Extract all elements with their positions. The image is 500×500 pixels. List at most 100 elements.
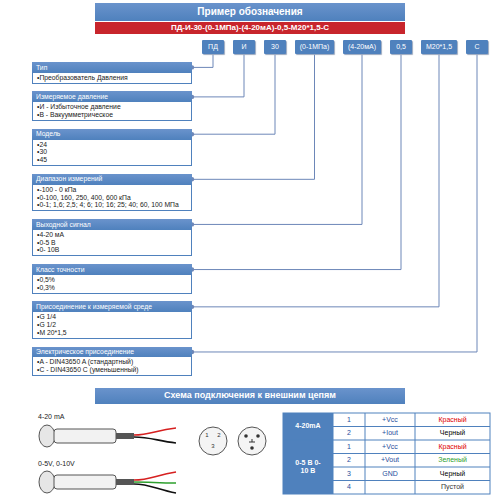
code-segment: 0,5 [390,40,412,54]
table-cell: 2 [333,454,365,468]
connector-housing [39,471,55,493]
leader-connector [192,54,213,67]
code-segment: И [233,40,255,54]
option-item: •0,3% [37,284,187,292]
option-item: •0-100, 160, 250, 400, 600 кПа [37,194,187,202]
cable-jacket [116,433,134,439]
option-item: •45 [37,156,187,164]
option-group: Электрическое присоединение•A - DIN43650… [32,347,192,376]
option-item: •30 [37,148,187,156]
table-cell: +Vcc [365,440,415,454]
connector-face [199,427,227,455]
table-cell: Зеленый [415,454,490,468]
option-list: •A - DIN43650 A (стандартный)•C - DIN436… [32,357,192,376]
table-cell: +Vout [365,454,415,468]
option-item: •A - DIN43650 A (стандартный) [37,358,187,366]
node-text: (0-1МПа) [299,40,330,54]
wire-green [134,482,176,483]
option-list: •G 1/4•G 1/2•M 20*1,5 [32,312,192,338]
option-item: •G 1/4 [37,313,187,321]
connector-housing [39,425,55,447]
section-banner: Схема подключения к внешним цепям [95,388,405,404]
option-list: •-100 - 0 кПа•0-100, 160, 250, 400, 600 … [32,185,192,211]
option-group: Измеряемое давление•И - Избыточное давле… [32,91,192,120]
leader-connector [192,54,315,179]
group-heading: Класс точности [32,264,192,275]
code-segment: (0-1МПа) [295,40,334,54]
node-text: Схема подключения к внешним цепям [99,390,401,402]
table-cell [283,413,333,440]
option-item: •M 20*1,5 [37,329,187,337]
option-item: •0-5 В [37,239,187,247]
table-frame [283,413,490,494]
option-group: Модель•24•30•45 [32,129,192,166]
option-group: Выходной сигнал•4-20 мА•0-5 В•0- 10В [32,219,192,256]
wire-black [134,484,176,493]
title-banner: Пример обозначения [95,3,405,21]
table-cell: Черный [415,427,490,441]
table-cell: 1 [333,413,365,427]
signal-caption: 4-20 mA [38,412,108,422]
group-heading: Диапазон измерений [32,174,192,185]
cable-jacket [116,479,134,485]
table-cell: Красный [415,413,490,427]
node-text: ПД [206,40,220,54]
wire-red [134,428,176,435]
option-item: •Преобразователь Давления [37,74,187,82]
option-item: •0,5% [37,276,187,284]
leader-connector [192,54,362,224]
node-text: M20*1,5 [425,40,453,54]
ground-pin [249,439,255,442]
table-cell: 4-20mA [283,413,333,440]
table-cell: GND [365,467,415,481]
table-cell: 3 [333,467,365,481]
leader-connector [192,54,401,270]
connector-outline [238,427,266,455]
table-cell: +Vcc [365,413,415,427]
cable-sensor [39,425,176,447]
table-cell: Черный [415,467,490,481]
group-heading: Модель [32,129,192,140]
leader-connector [192,54,244,97]
table-cell: Пустой [415,481,490,495]
option-item: •G 1/2 [37,321,187,329]
code-segment: ПД [202,40,224,54]
code-segment: (4-20мА) [343,40,381,54]
group-heading: Электрическое присоединение [32,347,192,358]
option-group: Присоединение к измеряемой среде•G 1/4•G… [32,301,192,338]
option-group: Диапазон измерений•-100 - 0 кПа•0-100, 1… [32,174,192,211]
table-cell: 0-5 В 0-10 В [283,440,333,494]
group-heading: Измеряемое давление [32,91,192,102]
option-list: •4-20 мА•0-5 В•0- 10В [32,230,192,256]
table-grid [283,413,490,494]
wiring-table [283,413,490,494]
option-item: •0-1; 1,6; 2,5; 4; 6; 10; 16; 25; 40; 60… [37,201,187,209]
sensor-body [54,429,116,443]
wire-black [134,437,176,443]
node-text: 0,5 [394,40,408,54]
table-cell: 2 [333,427,365,441]
table-cell: 4 [333,481,365,495]
wire-red [134,472,176,480]
cable-sensor [39,471,176,493]
node-text: И [237,40,251,54]
option-item: •И - Избыточное давление [37,103,187,111]
connector-face [238,427,266,455]
option-group: Класс точности•0,5%•0,3% [32,264,192,293]
code-segment: M20*1,5 [421,40,457,54]
group-heading: Тип [32,62,192,73]
pin-number: 2 [215,431,223,439]
code-segment: С [466,40,488,54]
pin-number: 3 [209,442,217,450]
option-item: •0- 10В [37,246,187,254]
group-heading: Присоединение к измеряемой среде [32,301,192,312]
table-cell [283,440,333,494]
option-item: •24 [37,141,187,149]
pin [250,446,254,450]
option-list: •24•30•45 [32,140,192,166]
node-text: С [470,40,484,54]
node-text: 30 [268,40,282,54]
code-bar: ПД-И-30-(0-1МПа)-(4-20мА)-0,5-M20*1,5-С [95,22,405,34]
option-item: •4-20 мА [37,231,187,239]
signal-caption: 0-5V, 0-10V [38,459,118,469]
